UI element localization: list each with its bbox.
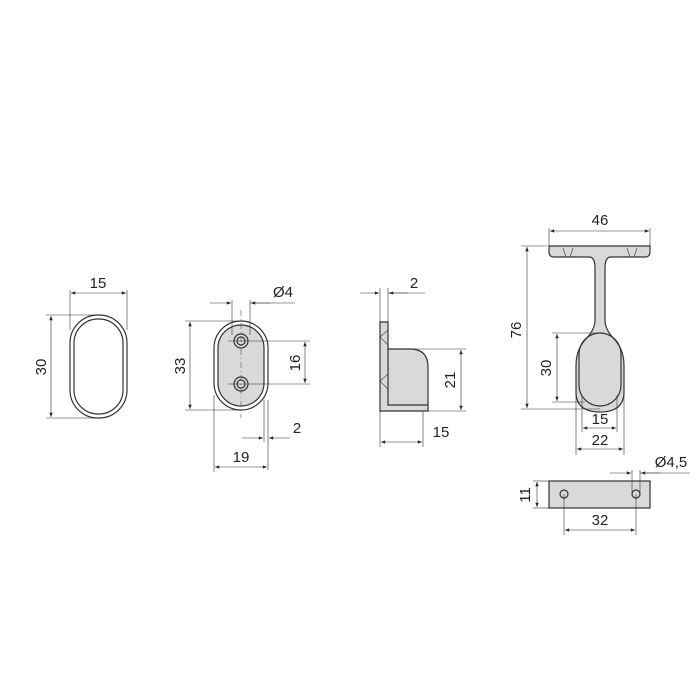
dim-height: 11 (517, 487, 534, 503)
dim-width: 15 (90, 275, 107, 292)
dim-inner-height: 30 (538, 360, 555, 377)
dim-height: 30 (33, 359, 50, 376)
dim-total-height: 76 (508, 322, 525, 339)
dim-hole-spacing: 16 (287, 355, 304, 372)
oval-tube-section: 15 30 (33, 275, 128, 419)
end-bracket-side: 2 21 15 (360, 275, 466, 447)
dim-outer-width: 22 (592, 432, 609, 449)
dim-width: 19 (233, 449, 250, 466)
end-bracket-front: Ø4 33 16 2 19 (172, 284, 310, 472)
dim-hole-diameter: Ø4 (273, 284, 293, 301)
dim-height: 21 (442, 372, 459, 389)
dim-inner-width: 15 (592, 411, 609, 428)
dim-hole-spacing: 32 (592, 512, 609, 529)
center-support-front: 46 76 30 15 22 (508, 212, 651, 455)
dim-wall: 2 (410, 275, 418, 292)
dim-depth: 15 (433, 424, 450, 441)
dim-wall: 2 (293, 420, 301, 437)
dim-height: 33 (172, 358, 189, 375)
center-support-base: Ø4,5 11 32 (517, 454, 690, 535)
dim-top-width: 46 (592, 212, 609, 229)
dim-hole-diameter: Ø4,5 (655, 454, 688, 471)
